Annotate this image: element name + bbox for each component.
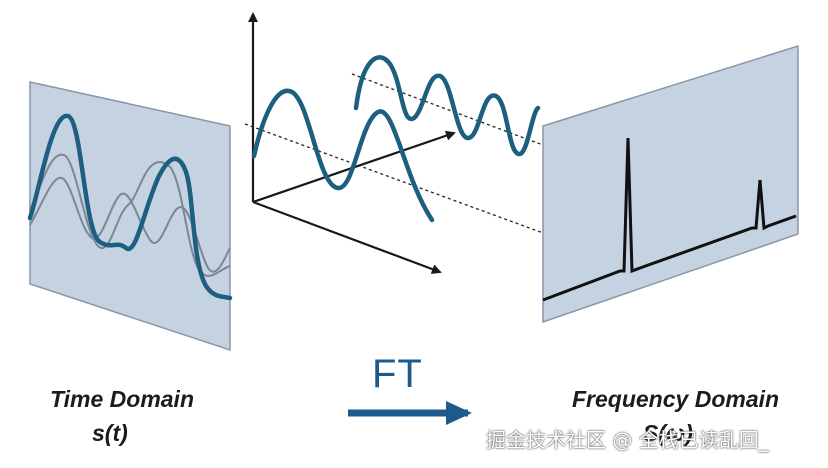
three-d-axes (248, 12, 456, 274)
time-composite-wave (27, 113, 233, 301)
time-axis (252, 200, 442, 274)
frequency-spectrum-line (542, 137, 797, 302)
frequency-domain-panel (542, 44, 799, 324)
time-domain-panel (27, 81, 233, 352)
time-domain-symbol: s(t) (92, 420, 128, 446)
projection-line-low (244, 123, 629, 265)
frequency-panel-background (542, 44, 799, 324)
time-component-wave-faint-2 (29, 153, 231, 277)
watermark-text: 掘金技术社区 @ 全栈已读乱回_ (486, 428, 769, 452)
time-component-wave-faint-1 (29, 176, 231, 273)
ft-label: FT (372, 352, 423, 396)
frequency-domain-symbol: S(ω) (643, 420, 693, 446)
time-domain-title: Time Domain (50, 386, 194, 412)
frequency-domain-title: Frequency Domain (572, 386, 780, 412)
component-waves (251, 55, 541, 223)
low-frequency-component-wave (251, 88, 435, 223)
high-frequency-component-wave (353, 55, 541, 157)
